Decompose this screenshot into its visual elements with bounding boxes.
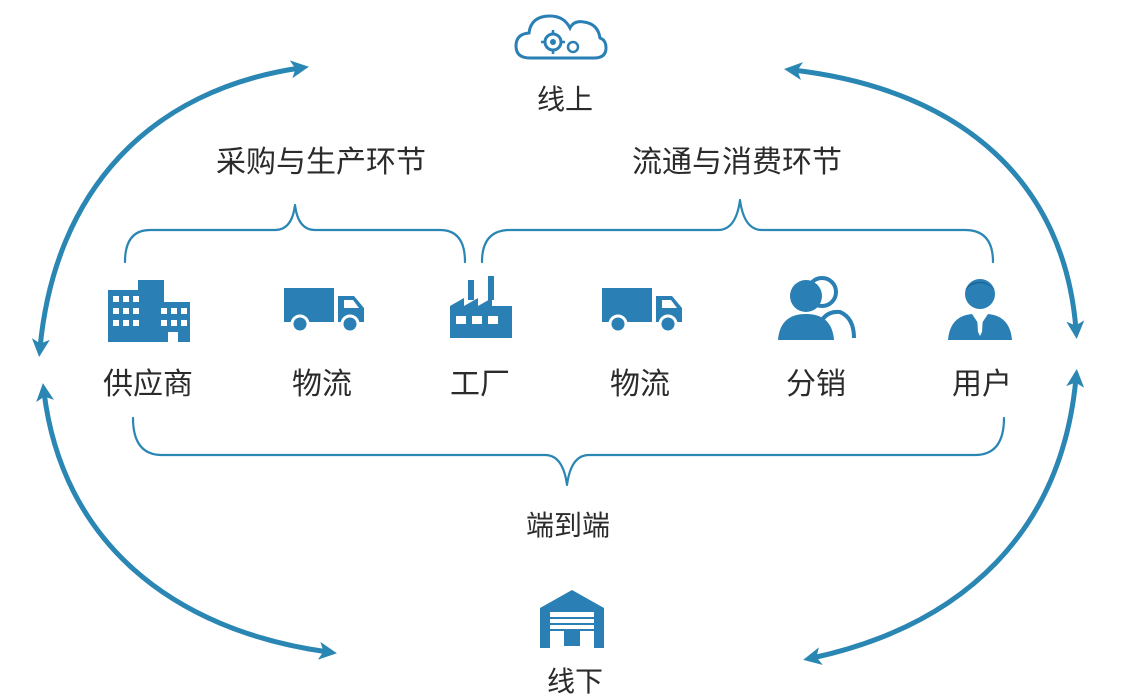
buildings-icon: [108, 280, 190, 342]
cycle-arrows: [31, 60, 1085, 665]
truck-icon: [602, 288, 682, 334]
section-right-label: 流通与消费环节: [632, 145, 842, 180]
node-label-distribution: 分销: [786, 367, 846, 402]
node-label-user: 用户: [952, 367, 1012, 402]
truck-icon: [284, 288, 364, 334]
user-icon: [948, 279, 1012, 340]
bottom-label: 线下: [546, 665, 604, 698]
node-label-factory: 工厂: [450, 367, 510, 402]
arrow-bottom-right: [803, 369, 1085, 665]
factory-icon: [450, 276, 512, 338]
brace-bottom: [131, 416, 1006, 487]
arrow-top-right: [784, 62, 1085, 339]
section-bottom-label: 端到端: [525, 509, 611, 542]
brace-left: [123, 203, 467, 264]
cloud-gear-icon: [514, 14, 608, 60]
node-label-logistics-2: 物流: [610, 367, 670, 402]
node-label-logistics-1: 物流: [292, 367, 352, 402]
users-icon: [778, 276, 856, 340]
braces: [123, 198, 1006, 487]
node-label-supplier: 供应商: [103, 367, 193, 402]
top-label: 线上: [536, 83, 594, 116]
section-left-label: 采购与生产环节: [216, 145, 426, 180]
brace-right: [480, 198, 995, 264]
warehouse-icon: [540, 590, 604, 648]
arrow-top-left: [31, 60, 309, 357]
arrow-bottom-left: [36, 383, 337, 660]
